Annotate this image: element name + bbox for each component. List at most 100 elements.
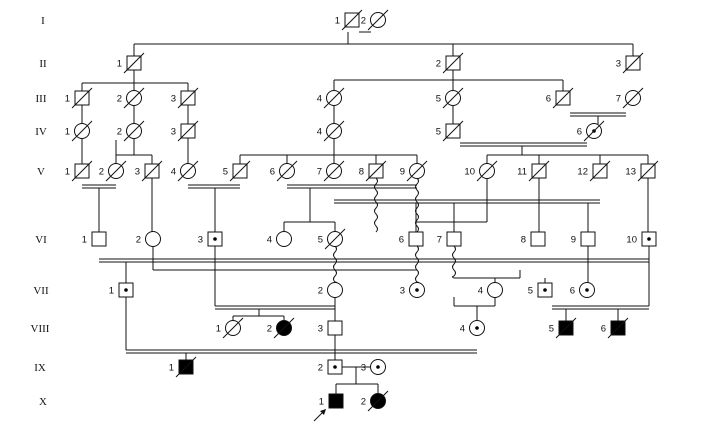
individual-label: 3 — [171, 94, 176, 105]
deceased-slash-icon — [105, 160, 127, 182]
male-square-icon — [530, 231, 546, 247]
generation-label-V: V — [37, 166, 45, 178]
individual-X-1: 1 — [313, 393, 344, 422]
crossing-line — [333, 245, 337, 284]
individual-VII-6: 6 — [570, 282, 595, 298]
individual-X-2: 2 — [361, 390, 389, 412]
individual-label: 6 — [546, 94, 551, 105]
female-circle-icon — [327, 282, 343, 298]
individual-label: 3 — [400, 286, 405, 297]
carrier-dot-icon — [585, 288, 589, 292]
male-square-icon — [91, 231, 107, 247]
individual-label: 12 — [577, 167, 588, 178]
individual-V-10: 10 — [464, 160, 498, 182]
individual-VIII-5: 5 — [549, 317, 577, 339]
individual-label: 2 — [361, 397, 366, 408]
deceased-slash-icon — [71, 120, 93, 142]
individual-VI-2: 2 — [136, 231, 161, 247]
deceased-slash-icon — [123, 52, 145, 74]
individual-IV-6: 6 — [577, 120, 605, 142]
individual-label: 2 — [361, 16, 366, 27]
individual-I-2: 2 — [361, 9, 389, 31]
individual-label: 1 — [82, 235, 87, 246]
individual-label: 9 — [571, 235, 576, 246]
crossing-line — [374, 177, 378, 233]
individual-label: 11 — [517, 167, 527, 178]
individual-VI-1: 1 — [82, 231, 107, 247]
individual-II-1: 1 — [117, 52, 145, 74]
individual-VI-8: 8 — [521, 231, 546, 247]
deceased-slash-icon — [222, 317, 244, 339]
individual-label: 1 — [65, 127, 70, 138]
deceased-slash-icon — [323, 160, 345, 182]
generation-label-IV: IV — [35, 126, 47, 138]
individual-III-3: 3 — [171, 87, 199, 109]
deceased-slash-icon — [367, 9, 389, 31]
male-square-icon — [328, 393, 344, 409]
individual-VI-5: 5 — [318, 228, 346, 250]
individual-label: 1 — [65, 94, 70, 105]
individual-label: 6 — [577, 127, 582, 138]
individual-V-1: 1 — [65, 160, 93, 182]
individual-label: 5 — [318, 235, 323, 246]
individual-V-5: 5 — [223, 160, 251, 182]
individual-IV-2: 2 — [117, 120, 145, 142]
individual-label: 1 — [335, 16, 340, 27]
deceased-slash-icon — [583, 120, 605, 142]
individual-VI-7: 7 — [437, 231, 462, 247]
individual-V-13: 13 — [625, 160, 659, 182]
individual-label: 2 — [117, 127, 122, 138]
individual-label: 1 — [109, 286, 114, 297]
deceased-slash-icon — [177, 120, 199, 142]
carrier-dot-icon — [475, 326, 479, 330]
individual-IV-1: 1 — [65, 120, 93, 142]
individual-label: 7 — [317, 167, 322, 178]
individual-VIII-1: 1 — [216, 317, 244, 339]
individual-label: 5 — [549, 324, 554, 335]
individual-V-11: 11 — [517, 160, 550, 182]
individual-label: 1 — [65, 167, 70, 178]
deceased-slash-icon — [622, 87, 644, 109]
individual-III-1: 1 — [65, 87, 93, 109]
carrier-dot-icon — [376, 365, 380, 369]
individual-label: 4 — [317, 94, 322, 105]
individual-II-3: 3 — [616, 52, 644, 74]
deceased-slash-icon — [442, 120, 464, 142]
individual-label: 6 — [601, 324, 606, 335]
individual-I-1: 1 — [335, 9, 363, 31]
relationship-lines — [81, 31, 650, 394]
female-circle-icon — [276, 231, 292, 247]
generation-label-III: III — [36, 93, 47, 105]
individual-V-6: 6 — [270, 160, 298, 182]
individual-label: 7 — [437, 235, 442, 246]
deceased-slash-icon — [323, 87, 345, 109]
deceased-slash-icon — [123, 120, 145, 142]
deceased-slash-icon — [589, 160, 611, 182]
male-square-icon — [408, 231, 424, 247]
individual-III-6: 6 — [546, 87, 574, 109]
deceased-slash-icon — [637, 160, 659, 182]
individual-VI-6: 6 — [399, 231, 424, 247]
deceased-slash-icon — [607, 317, 629, 339]
individual-VIII-3: 3 — [318, 320, 343, 336]
male-square-icon — [327, 320, 343, 336]
individual-IV-3: 3 — [171, 120, 199, 142]
individual-label: 4 — [171, 167, 176, 178]
individual-label: 4 — [460, 324, 465, 335]
individual-label: 8 — [359, 167, 364, 178]
deceased-slash-icon — [555, 317, 577, 339]
individual-VIII-6: 6 — [601, 317, 629, 339]
individual-label: 4 — [267, 235, 272, 246]
individual-label: 1 — [216, 324, 221, 335]
deceased-slash-icon — [476, 160, 498, 182]
individual-label: 10 — [464, 167, 475, 178]
generation-label-VI: VI — [35, 234, 47, 246]
individual-label: 5 — [528, 286, 533, 297]
individual-label: 2 — [436, 59, 441, 70]
individual-VII-3: 3 — [400, 282, 425, 298]
individual-label: 5 — [436, 94, 441, 105]
individual-II-2: 2 — [436, 52, 464, 74]
individual-III-4: 4 — [317, 87, 345, 109]
carrier-dot-icon — [333, 365, 337, 369]
